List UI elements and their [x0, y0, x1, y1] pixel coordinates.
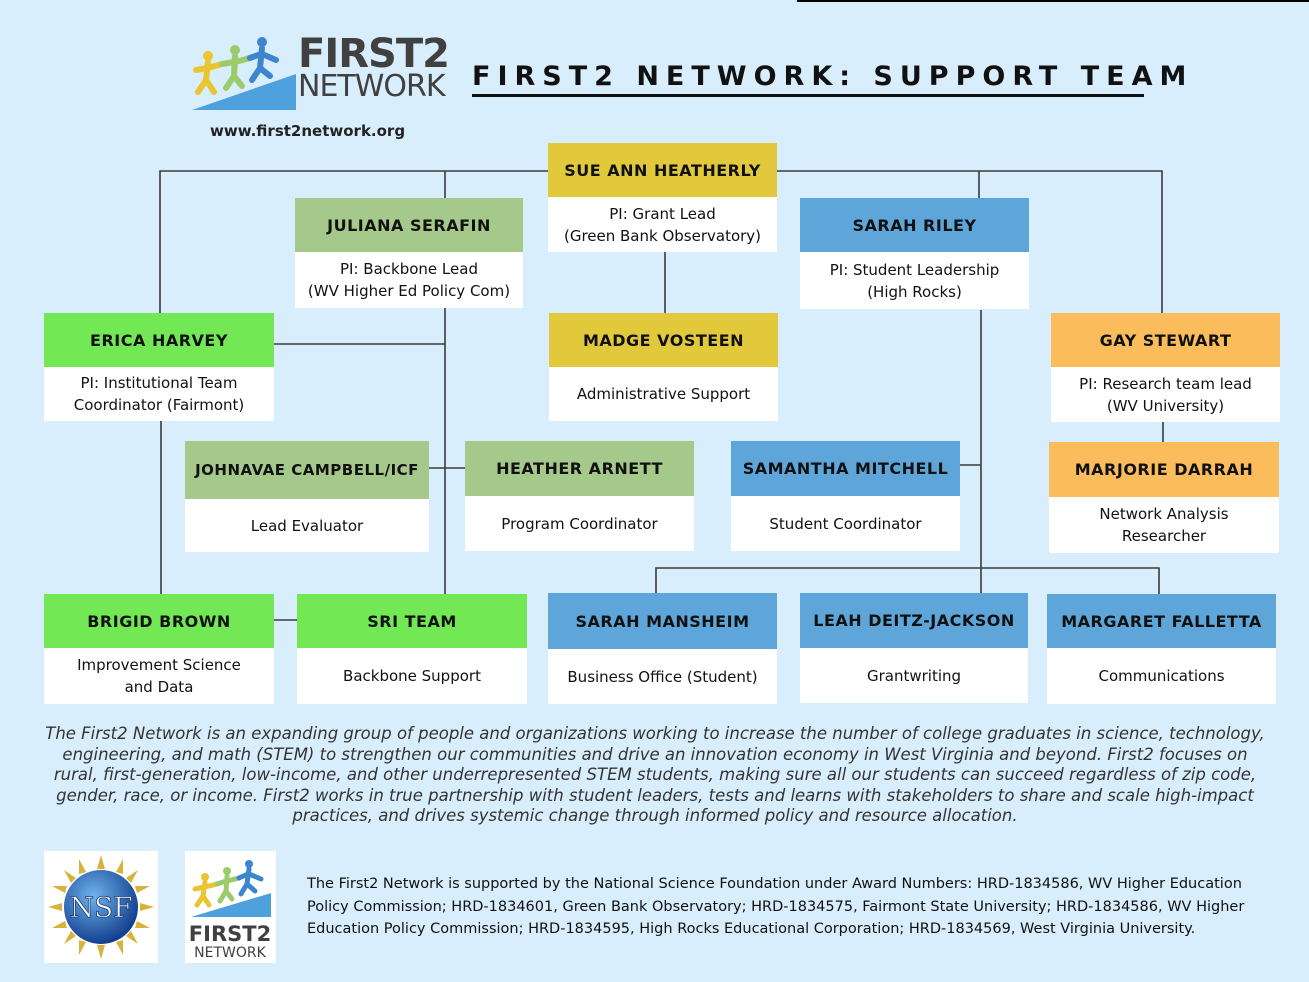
- node-name: JULIANA SERAFIN: [295, 198, 523, 252]
- logo-first2-text: FIRST2: [298, 31, 450, 77]
- org-node-gay-stewart[interactable]: GAY STEWART PI: Research team lead (WV U…: [1051, 313, 1280, 422]
- node-role: Communications: [1098, 667, 1225, 685]
- org-node-sri-team[interactable]: SRI TEAM Backbone Support: [297, 594, 527, 704]
- svg-text:FIRST2: FIRST2: [189, 922, 271, 946]
- first2-logo: FIRST2 NETWORK: [190, 34, 450, 114]
- people-climbing-icon: [192, 37, 296, 110]
- node-role: Student Coordinator: [769, 514, 922, 533]
- node-role: PI: Student Leadership (High Rocks): [829, 260, 1000, 301]
- org-node-samantha-mitchell[interactable]: SAMANTHA MITCHELL Student Coordinator: [731, 441, 960, 551]
- page-title: FIRST2 NETWORK: SUPPORT TEAM: [472, 60, 1186, 97]
- node-name: SUE ANN HEATHERLY: [548, 143, 777, 197]
- node-name: BRIGID BROWN: [44, 594, 274, 648]
- people-climbing-icon: FIRST2 NETWORK: [189, 860, 271, 961]
- node-role: Lead Evaluator: [250, 516, 364, 535]
- node-role: Network Analysis Researcher: [1099, 505, 1229, 545]
- node-name: SARAH MANSHEIM: [548, 593, 777, 649]
- nsf-logo: NSF: [44, 851, 158, 963]
- org-node-margaret-falletta[interactable]: MARGARET FALLETTA Communications: [1047, 594, 1276, 704]
- node-name: MARJORIE DARRAH: [1049, 442, 1279, 497]
- org-node-juliana-serafin[interactable]: JULIANA SERAFIN PI: Backbone Lead (WV Hi…: [295, 198, 523, 308]
- node-name: JOHNAVAE CAMPBELL/ICF: [185, 441, 429, 499]
- node-name: LEAH DEITZ-JACKSON: [800, 593, 1028, 648]
- node-role: PI: Institutional Team Coordinator (Fair…: [73, 374, 245, 414]
- node-role: Backbone Support: [343, 667, 481, 685]
- funding-acknowledgment: The First2 Network is supported by the N…: [307, 876, 1245, 937]
- node-role: Program Coordinator: [501, 514, 658, 533]
- org-node-brigid-brown[interactable]: BRIGID BROWN Improvement Science and Dat…: [44, 594, 274, 704]
- node-role: Grantwriting: [866, 666, 962, 685]
- node-name: SARAH RILEY: [800, 198, 1029, 252]
- top-border-line: [797, 0, 1309, 2]
- node-role: Business Office (Student): [567, 667, 758, 686]
- logo-network-text: NETWORK: [298, 69, 446, 104]
- node-role: Administrative Support: [576, 385, 751, 403]
- mission-statement: The First2 Network is an expanding group…: [45, 724, 1265, 825]
- node-role: PI: Research team lead (WV University): [1079, 374, 1252, 415]
- org-node-sarah-mansheim[interactable]: SARAH MANSHEIM Business Office (Student): [548, 593, 777, 704]
- first2-footer-logo: FIRST2 NETWORK: [185, 851, 276, 963]
- svg-text:NETWORK: NETWORK: [194, 945, 266, 961]
- node-name: MARGARET FALLETTA: [1047, 594, 1276, 648]
- org-node-erica-harvey[interactable]: ERICA HARVEY PI: Institutional Team Coor…: [44, 313, 274, 421]
- org-node-leah-deitz-jackson[interactable]: LEAH DEITZ-JACKSON Grantwriting: [800, 593, 1028, 703]
- website-link[interactable]: www.first2network.org: [210, 122, 406, 140]
- node-name: ERICA HARVEY: [44, 313, 274, 367]
- node-role: PI: Grant Lead (Green Bank Observatory): [563, 204, 762, 245]
- org-node-sarah-riley[interactable]: SARAH RILEY PI: Student Leadership (High…: [800, 198, 1029, 309]
- org-node-madge-vosteen[interactable]: MADGE VOSTEEN Administrative Support: [549, 313, 778, 421]
- node-name: GAY STEWART: [1051, 313, 1280, 367]
- nsf-globe-icon: NSF: [48, 855, 154, 959]
- org-node-heather-arnett[interactable]: HEATHER ARNETT Program Coordinator: [465, 441, 694, 551]
- node-role: Improvement Science and Data: [77, 656, 241, 696]
- org-node-marjorie-darrah[interactable]: MARJORIE DARRAH Network Analysis Researc…: [1049, 442, 1279, 553]
- org-node-johnavae-campbell[interactable]: JOHNAVAE CAMPBELL/ICF Lead Evaluator: [185, 441, 429, 552]
- node-name: MADGE VOSTEEN: [549, 313, 778, 367]
- node-name: SRI TEAM: [297, 594, 527, 648]
- org-node-sue-ann-heatherly[interactable]: SUE ANN HEATHERLY PI: Grant Lead (Green …: [548, 143, 777, 252]
- node-name: HEATHER ARNETT: [465, 441, 694, 496]
- node-name: SAMANTHA MITCHELL: [731, 441, 960, 496]
- node-role: PI: Backbone Lead (WV Higher Ed Policy C…: [307, 260, 511, 300]
- svg-text:NSF: NSF: [69, 891, 132, 924]
